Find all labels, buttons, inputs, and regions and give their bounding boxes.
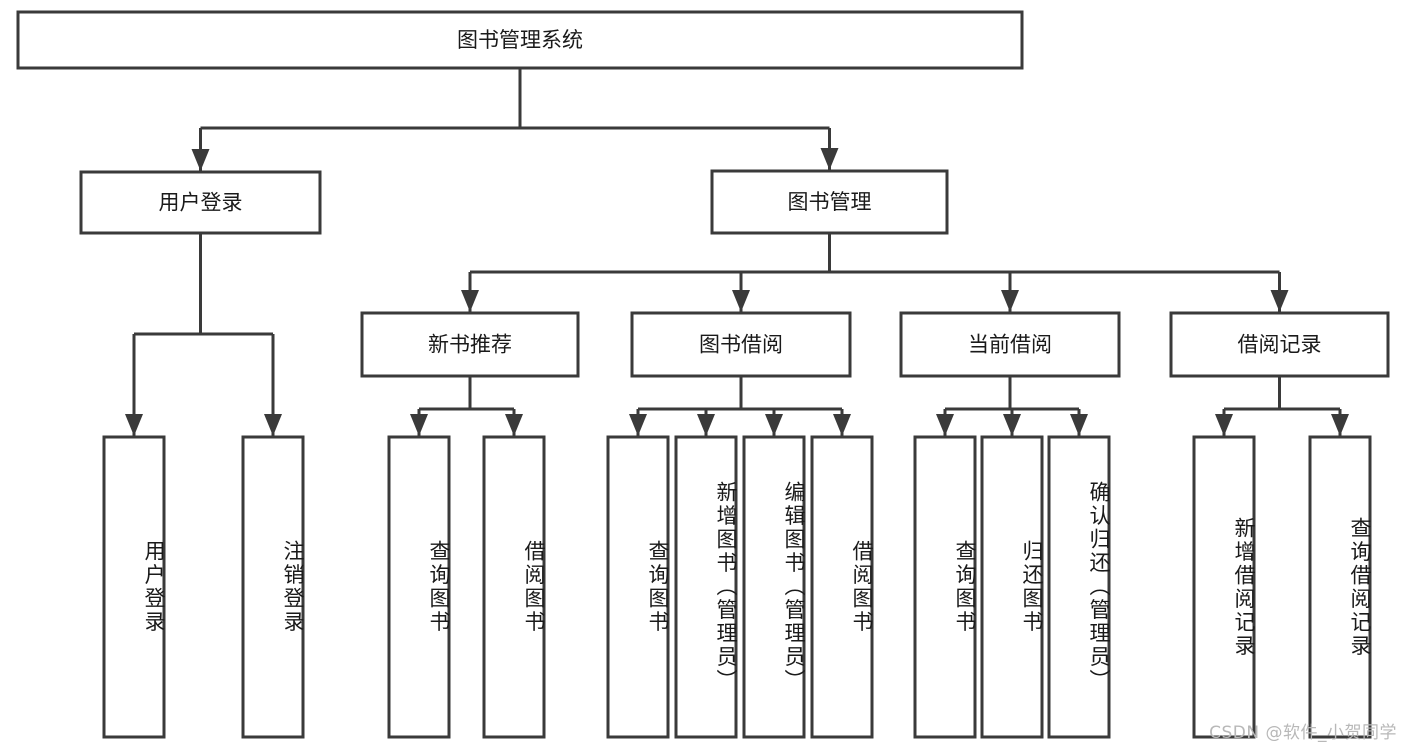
node-box-leaf-borrow-book-2[interactable] [810,435,874,739]
node-boxes [16,10,1390,739]
node-box-leaf-user-login[interactable] [102,435,166,739]
node-label-book-borrow: 图书借阅 [699,333,783,357]
node-label-current-borrow: 当前借阅 [968,333,1052,357]
node-box-new-book-recommend[interactable] [360,311,580,378]
node-box-book-borrow[interactable] [630,311,852,378]
node-box-leaf-query-book-3[interactable] [913,435,977,739]
node-label-new-book-recommend: 新书推荐 [428,333,512,357]
node-box-leaf-confirm-return[interactable] [1047,435,1111,739]
node-box-leaf-user-logout[interactable] [241,435,305,739]
node-label-book-manage: 图书管理 [788,190,872,214]
node-box-root[interactable] [16,10,1024,70]
node-box-leaf-add-record[interactable] [1192,435,1256,739]
node-label-borrow-record: 借阅记录 [1238,333,1322,357]
node-box-leaf-borrow-book-1[interactable] [482,435,546,739]
node-box-leaf-add-book[interactable] [674,435,738,739]
node-box-leaf-query-record[interactable] [1308,435,1372,739]
watermark-text: CSDN @软件_小贺同学 [1209,723,1397,743]
node-box-leaf-query-book-1[interactable] [387,435,451,739]
node-box-leaf-query-book-2[interactable] [606,435,670,739]
node-box-borrow-record[interactable] [1169,311,1390,378]
node-box-book-manage[interactable] [710,169,949,235]
node-label-user-login: 用户登录 [159,191,243,215]
node-box-leaf-return-book[interactable] [980,435,1044,739]
connector-lines [125,68,1349,436]
node-box-leaf-edit-book[interactable] [742,435,806,739]
node-box-user-login[interactable] [79,170,322,235]
node-label-root: 图书管理系统 [457,28,583,52]
node-box-current-borrow[interactable] [899,311,1121,378]
